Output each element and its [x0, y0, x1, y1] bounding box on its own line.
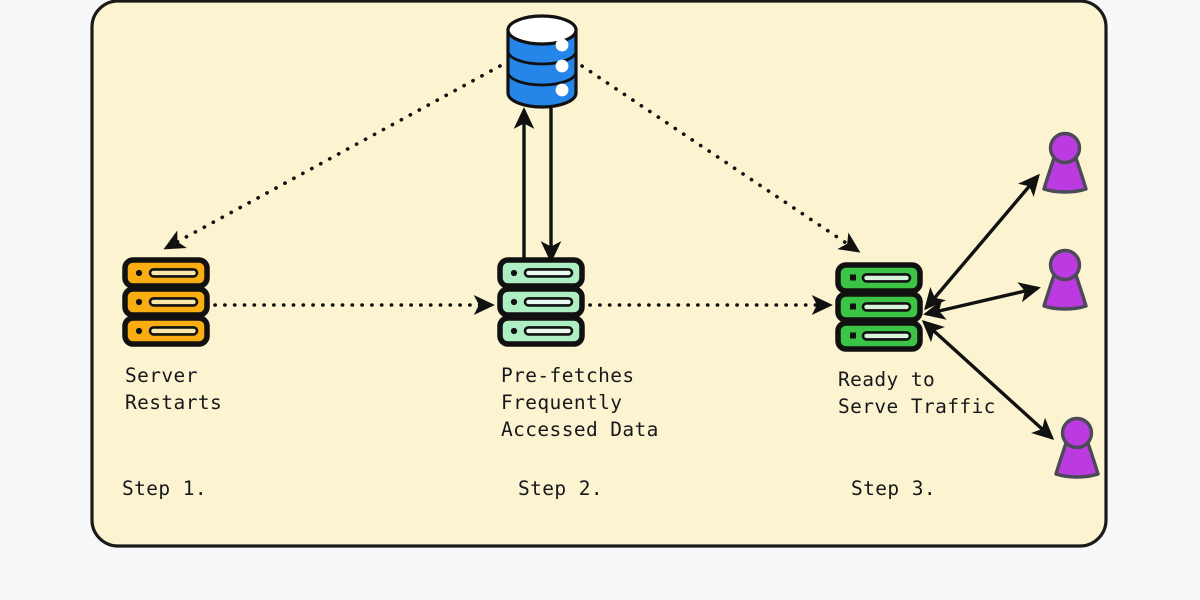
database-indicator-dot-2	[555, 59, 569, 73]
caption-step1-line1: Server	[125, 364, 198, 387]
panel-background	[90, 0, 1108, 548]
edge-db-to-server1	[163, 64, 502, 250]
edge-db-to-server3	[580, 64, 861, 253]
edge-server3-user2	[923, 282, 1041, 320]
server-unit	[835, 291, 923, 323]
server-icon-prefetching[interactable]	[497, 257, 585, 347]
step-label-2: Step 2.	[518, 477, 603, 500]
caption-step3-line2: Serve Traffic	[838, 395, 996, 418]
server-unit	[497, 286, 585, 318]
caption-step2-line1: Pre-fetches	[501, 364, 635, 387]
server-unit	[122, 286, 210, 318]
server-icon-restarting[interactable]	[122, 257, 210, 347]
caption-step2-line3: Accessed Data	[501, 418, 659, 441]
edge-server3-user3	[921, 320, 1055, 440]
server-unit	[835, 262, 923, 294]
step-label-1: Step 1.	[122, 477, 207, 500]
caption-step2-line2: Frequently	[501, 391, 622, 414]
user-icon-top[interactable]	[1042, 131, 1088, 194]
database-icon[interactable]	[506, 14, 578, 109]
caption-step1-line2: Restarts	[125, 391, 222, 414]
step-label-3: Step 3.	[851, 477, 936, 500]
database-indicator-dot-1	[555, 38, 569, 52]
server-unit	[497, 315, 585, 347]
server-unit	[835, 320, 923, 352]
server-unit	[497, 257, 585, 289]
database-indicator-dot-3	[555, 83, 569, 97]
caption-step3-line1: Ready to	[838, 368, 935, 391]
user-icon-bottom[interactable]	[1054, 416, 1100, 479]
user-icon-middle[interactable]	[1042, 248, 1088, 311]
server-unit	[122, 257, 210, 289]
server-icon-ready[interactable]	[835, 262, 923, 352]
server-unit	[122, 315, 210, 347]
